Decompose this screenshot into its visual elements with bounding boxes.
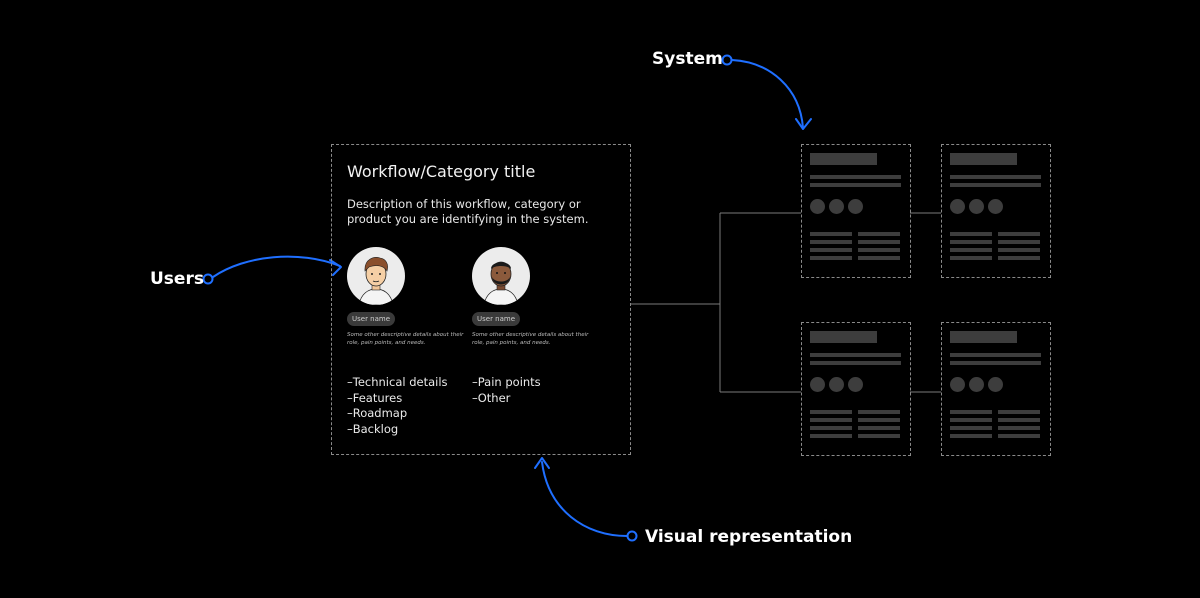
placeholder-table-cell bbox=[950, 248, 992, 252]
card-list-right: –Pain points –Other bbox=[472, 375, 541, 406]
placeholder-table-cell bbox=[858, 240, 900, 244]
placeholder-line bbox=[950, 361, 1041, 365]
user-description: Some other descriptive details about the… bbox=[347, 332, 464, 346]
placeholder-line bbox=[810, 353, 901, 357]
workflow-card: Workflow/Category title Description of t… bbox=[331, 144, 631, 455]
placeholder-table-cell bbox=[858, 232, 900, 236]
placeholder-line bbox=[810, 175, 901, 179]
avatar bbox=[472, 247, 530, 305]
placeholder-line bbox=[810, 361, 901, 365]
user-avatar-illustration-dark bbox=[483, 261, 519, 305]
placeholder-table-cell bbox=[998, 418, 1040, 422]
placeholder-circle bbox=[829, 199, 844, 214]
placeholder-line bbox=[950, 175, 1041, 179]
placeholder-title-bar bbox=[810, 331, 877, 343]
list-item: –Features bbox=[347, 390, 403, 405]
user-profile-2: User name Some other descriptive details… bbox=[472, 247, 597, 347]
placeholder-table-cell bbox=[998, 232, 1040, 236]
placeholder-title-bar bbox=[950, 153, 1017, 165]
users-label: Users bbox=[150, 269, 204, 289]
list-item: –Roadmap bbox=[347, 406, 408, 420]
user-name-badge: User name bbox=[347, 312, 396, 326]
system-callout-dot bbox=[721, 54, 733, 66]
placeholder-table-cell bbox=[998, 426, 1040, 430]
list-item: –Pain points bbox=[472, 375, 541, 389]
list-item: –Technical details bbox=[347, 375, 448, 389]
card-title: Workflow/Category title bbox=[347, 162, 536, 181]
user-profile-1: User name Some other descriptive details… bbox=[347, 247, 472, 347]
system-wireframe-card-2 bbox=[941, 144, 1051, 278]
placeholder-table-cell bbox=[810, 232, 852, 236]
visual-callout-arrow bbox=[541, 461, 628, 537]
placeholder-table-cell bbox=[950, 434, 992, 438]
placeholder-table-cell bbox=[950, 240, 992, 244]
placeholder-circle bbox=[848, 199, 863, 214]
users-arrowhead bbox=[329, 259, 342, 276]
list-item: –Backlog bbox=[347, 421, 399, 436]
placeholder-table-cell bbox=[810, 410, 852, 414]
user-avatar-illustration-light bbox=[358, 257, 394, 305]
placeholder-table-cell bbox=[810, 426, 852, 430]
placeholder-table-cell bbox=[950, 232, 992, 236]
users-callout-arrow bbox=[212, 255, 341, 278]
placeholder-table-cell bbox=[950, 410, 992, 414]
system-wireframe-card-3 bbox=[801, 322, 911, 456]
visual-representation-label: Visual representation bbox=[645, 527, 853, 547]
placeholder-table-cell bbox=[810, 256, 852, 260]
placeholder-circle bbox=[988, 199, 1003, 214]
placeholder-table-cell bbox=[950, 426, 992, 430]
placeholder-table-cell bbox=[950, 256, 992, 260]
placeholder-table-cell bbox=[950, 418, 992, 422]
placeholder-table-cell bbox=[810, 248, 852, 252]
placeholder-table-cell bbox=[810, 418, 852, 422]
placeholder-table-cell bbox=[998, 256, 1040, 260]
placeholder-circle bbox=[969, 377, 984, 392]
placeholder-table-cell bbox=[858, 426, 900, 430]
placeholder-table-cell bbox=[858, 434, 900, 438]
placeholder-table-cell bbox=[998, 248, 1040, 252]
placeholder-table-cell bbox=[858, 256, 900, 260]
placeholder-circle bbox=[950, 199, 965, 214]
placeholder-table-cell bbox=[858, 248, 900, 252]
placeholder-table-cell bbox=[998, 434, 1040, 438]
user-description: Some other descriptive details about the… bbox=[472, 332, 589, 346]
placeholder-circle bbox=[969, 199, 984, 214]
placeholder-circle bbox=[950, 377, 965, 392]
card-description: Description of this workflow, category o… bbox=[347, 197, 589, 226]
placeholder-circle bbox=[810, 377, 825, 392]
placeholder-table-cell bbox=[998, 240, 1040, 244]
placeholder-table-cell bbox=[810, 434, 852, 438]
placeholder-circle bbox=[829, 377, 844, 392]
placeholder-table-cell bbox=[810, 240, 852, 244]
placeholder-table-cell bbox=[998, 410, 1040, 414]
visual-callout-dot bbox=[626, 530, 638, 542]
placeholder-line bbox=[810, 183, 901, 187]
users-callout-dot bbox=[202, 273, 214, 285]
placeholder-table-cell bbox=[858, 410, 900, 414]
card-list-left: –Technical details –Features –Roadmap –B… bbox=[347, 375, 448, 437]
placeholder-title-bar bbox=[810, 153, 877, 165]
placeholder-table-cell bbox=[858, 418, 900, 422]
list-item: –Other bbox=[472, 390, 511, 405]
system-wireframe-card-1 bbox=[801, 144, 911, 278]
system-wireframe-card-4 bbox=[941, 322, 1051, 456]
visual-arrowhead bbox=[534, 457, 550, 469]
user-name-badge: User name bbox=[472, 312, 521, 326]
placeholder-circle bbox=[848, 377, 863, 392]
placeholder-line bbox=[950, 353, 1041, 357]
placeholder-circle bbox=[810, 199, 825, 214]
system-callout-arrow bbox=[731, 59, 804, 129]
avatar bbox=[347, 247, 405, 305]
placeholder-title-bar bbox=[950, 331, 1017, 343]
system-arrowhead bbox=[795, 118, 812, 130]
system-label: System bbox=[652, 49, 723, 69]
placeholder-line bbox=[950, 183, 1041, 187]
placeholder-circle bbox=[988, 377, 1003, 392]
